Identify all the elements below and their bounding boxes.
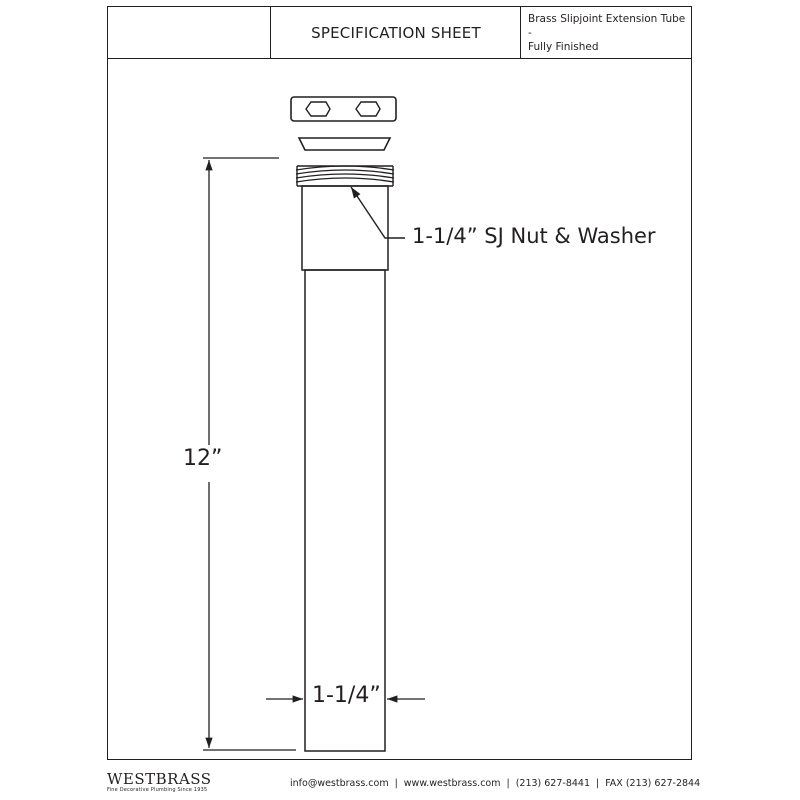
spec-sheet-frame: SPECIFICATION SHEET Brass Slipjoint Exte… <box>107 6 692 760</box>
diameter-dimension-label: 1-1/4” <box>312 683 381 708</box>
product-description-line: Brass Slipjoint Extension Tube - <box>528 13 686 39</box>
footer-separator: | <box>506 778 510 789</box>
footer-contact: info@westbrass.com | www.westbrass.com | (21… <box>290 778 700 789</box>
email-link[interactable]: info@westbrass.com <box>290 778 389 789</box>
slip-joint-nut <box>290 96 397 122</box>
tube-thread <box>295 165 395 187</box>
sheet-header: SPECIFICATION SHEET Brass Slipjoint Exte… <box>108 7 691 59</box>
brand-tagline: Fine Decorative Plumbing Since 1935 <box>107 787 208 793</box>
fax-number: FAX (213) 627-2844 <box>605 778 701 789</box>
phone-number: (213) 627-8441 <box>515 778 591 789</box>
product-description-line: Fully Finished <box>528 41 599 53</box>
brand-name: WESTBRASS <box>107 770 212 788</box>
extension-tube <box>301 185 389 752</box>
header-divider <box>270 7 271 59</box>
header-divider <box>520 7 521 59</box>
sheet-title: SPECIFICATION SHEET <box>311 24 481 42</box>
nut-washer-callout: 1-1/4” SJ Nut & Washer <box>412 224 656 248</box>
website-link[interactable]: www.westbrass.com <box>403 778 501 789</box>
product-description: Brass Slipjoint Extension Tube - Fully F… <box>528 12 688 54</box>
footer-separator: | <box>394 778 398 789</box>
length-dimension <box>203 157 296 751</box>
westbrass-logo: WESTBRASS Fine Decorative Plumbing Since… <box>107 772 212 794</box>
callout-leader <box>350 186 405 239</box>
footer-separator: | <box>596 778 600 789</box>
length-dimension-label: 12” <box>183 446 223 471</box>
slip-joint-washer <box>297 137 392 151</box>
